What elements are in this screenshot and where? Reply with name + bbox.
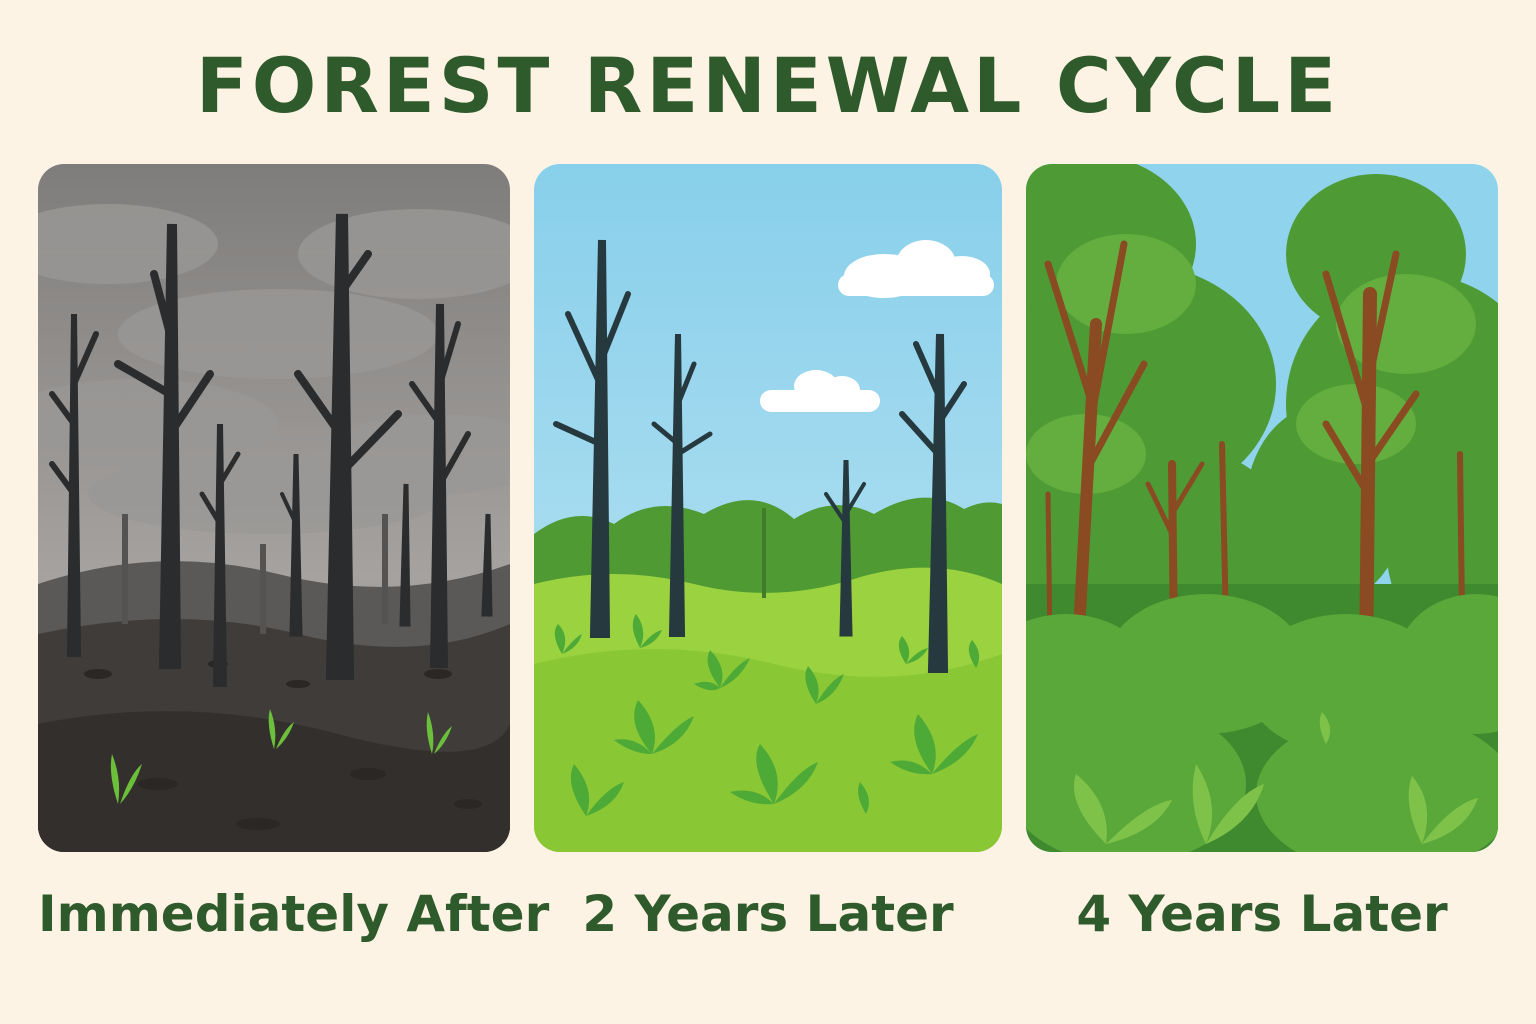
stage-panel-4-years-later: [1026, 164, 1498, 852]
stage-panel-immediately-after: [38, 164, 510, 852]
cloud-icon: [838, 240, 994, 298]
undergrowth: [1026, 594, 1498, 852]
fern-leaves: [1074, 712, 1478, 844]
burned-forest-illustration: [38, 164, 510, 852]
ash-patches: [84, 660, 482, 830]
stage-label-immediately-after: Immediately After: [38, 885, 550, 943]
page-title: FOREST RENEWAL CYCLE: [195, 41, 1341, 130]
stage-label-4-years-later: 4 Years Later: [1076, 885, 1448, 943]
first-sprouts: [110, 709, 452, 804]
young-plants: [554, 614, 980, 816]
cloud-icon: [760, 370, 880, 412]
recovered-forest-illustration: [1026, 164, 1498, 852]
stage-label-2-years-later: 2 Years Later: [582, 885, 954, 943]
stage-panel-2-years-later: [534, 164, 1002, 852]
regrowing-meadow-illustration: [534, 164, 1002, 852]
charred-tree-trunks: [553, 239, 967, 673]
charred-tree-trunks: [49, 213, 493, 687]
